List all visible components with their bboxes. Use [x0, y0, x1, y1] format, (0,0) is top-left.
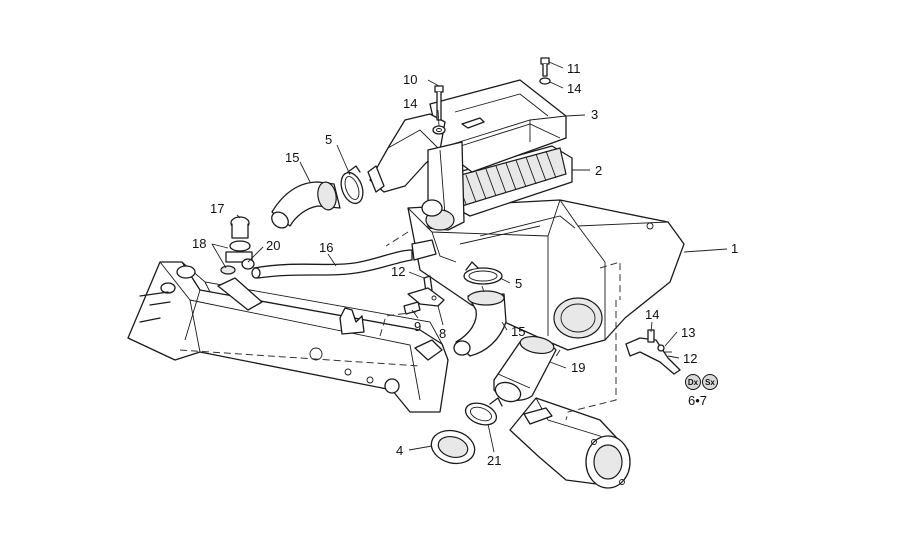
callout-6-7: 6•7	[688, 393, 707, 408]
rubber-elbow-15-lower	[453, 290, 507, 357]
rubber-elbow-15-upper	[271, 181, 341, 229]
badge-dx-circle	[685, 374, 701, 390]
callout-1: 1	[731, 241, 738, 256]
callout-15-upper: 15	[285, 150, 299, 165]
side-badges: Dx Sx	[685, 374, 718, 390]
callout-10: 10	[403, 72, 417, 87]
callout-11: 11	[567, 61, 581, 76]
frame-chassis	[127, 261, 449, 413]
intake-sleeve-19	[493, 335, 557, 403]
callout-21: 21	[487, 453, 501, 468]
badge-sx: Sx	[705, 378, 715, 387]
hose-clamp-21	[464, 397, 503, 426]
breather-hose-16	[251, 239, 437, 279]
callout-labels: 1 2 3 4 5 5 6•7 8 9 10 11 12 12 13 14 14…	[192, 61, 738, 468]
hose-clamp-5-upper	[340, 165, 364, 205]
badge-dx: Dx	[688, 378, 699, 387]
callout-19: 19	[571, 360, 585, 375]
hose-clamp-5-lower	[463, 261, 503, 285]
callout-12-centre: 12	[391, 264, 405, 279]
rubber-ring-4	[430, 429, 476, 465]
callout-14-right: 14	[645, 307, 659, 322]
breather-fittings-17-18-20	[220, 216, 255, 275]
callout-13: 13	[681, 325, 695, 340]
callout-15-lower: 15	[511, 324, 525, 339]
small-hardware-8-9-12	[403, 275, 445, 315]
callout-18: 18	[192, 236, 206, 251]
assembly-dashed-lines	[179, 231, 621, 421]
callout-5-upper: 5	[325, 132, 332, 147]
mounting-bracket-right	[625, 329, 681, 375]
callout-2: 2	[595, 163, 602, 178]
callout-14-top: 14	[567, 81, 581, 96]
callout-16: 16	[319, 240, 333, 255]
callout-20: 20	[266, 238, 280, 253]
intake-duct-upper	[367, 113, 465, 231]
callout-leaders	[211, 61, 728, 453]
callout-14-centre: 14	[403, 96, 417, 111]
callout-3: 3	[591, 107, 598, 122]
callout-8: 8	[439, 326, 446, 341]
callout-9: 9	[414, 319, 421, 334]
airbox-housing	[407, 199, 685, 351]
airbox-cover	[429, 79, 567, 173]
screw-11	[539, 57, 551, 85]
callout-17: 17	[210, 201, 224, 216]
callout-5-lower: 5	[515, 276, 522, 291]
callout-4: 4	[396, 443, 403, 458]
throttle-body-intake	[509, 397, 631, 489]
callout-12-right: 12	[683, 351, 697, 366]
badge-sx-circle	[702, 374, 718, 390]
